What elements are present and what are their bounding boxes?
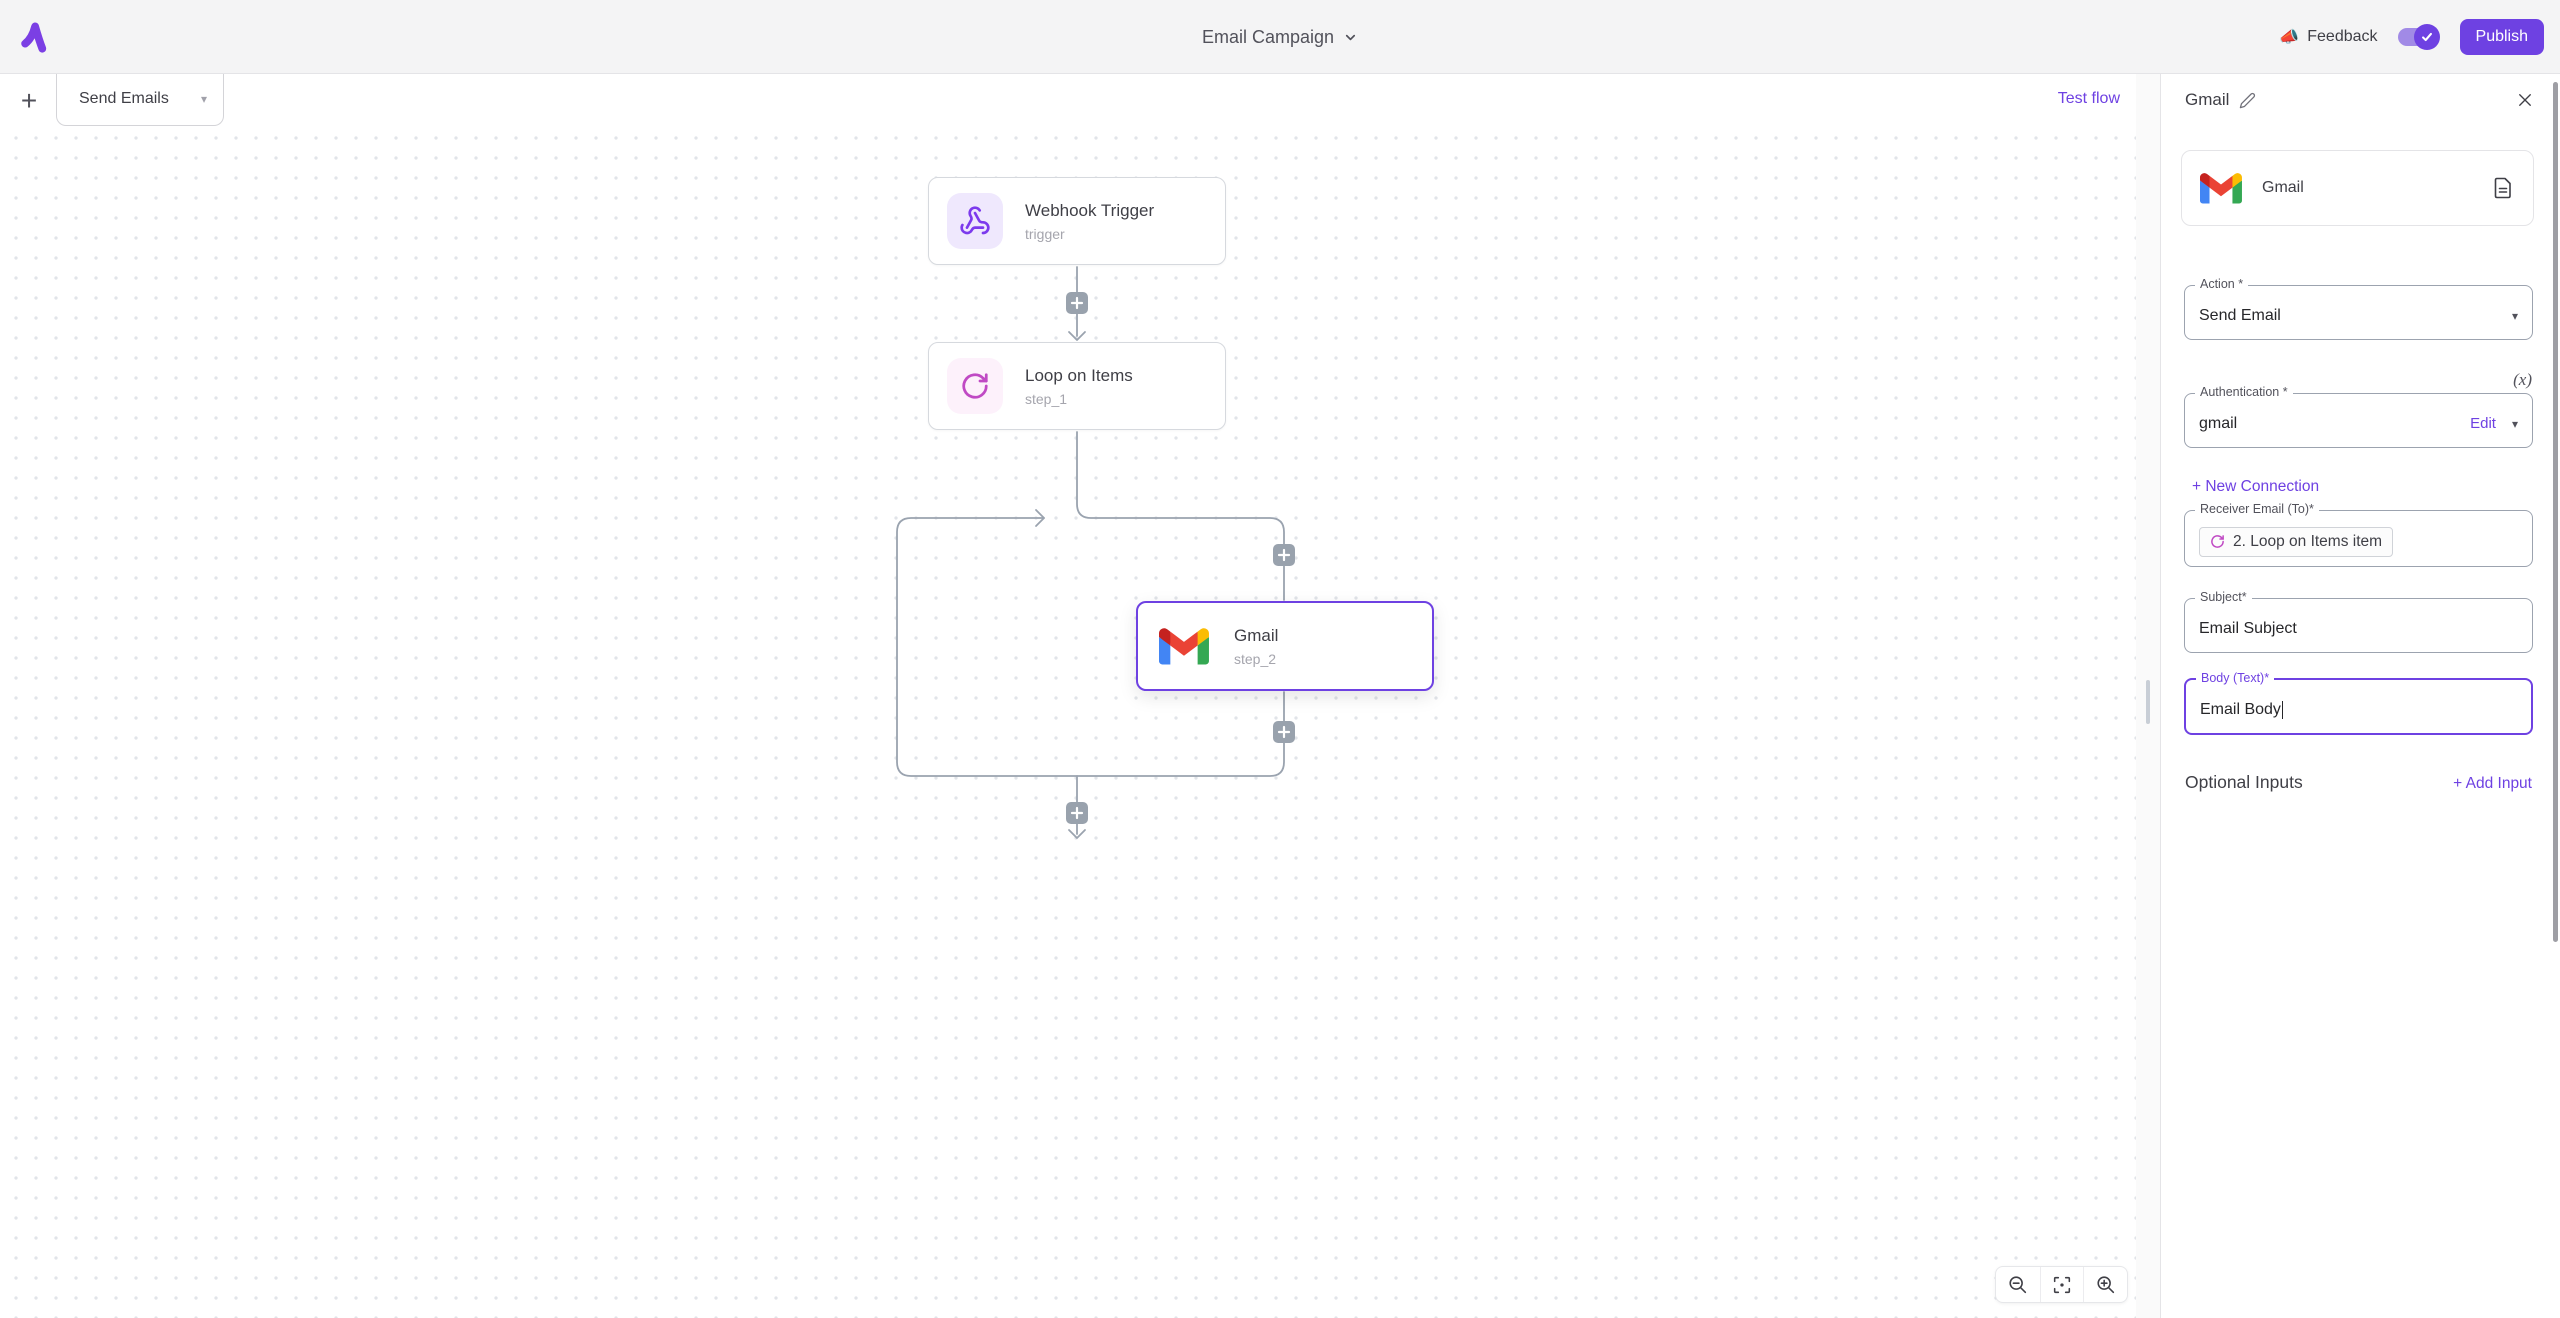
- fit-view-button[interactable]: [2039, 1267, 2084, 1302]
- publish-button[interactable]: Publish: [2459, 19, 2544, 55]
- authentication-value: gmail: [2199, 414, 2238, 432]
- add-step-button[interactable]: [1273, 544, 1295, 566]
- body-text-label: Body (Text)*: [2196, 671, 2275, 685]
- arrowhead-right-icon: [1035, 509, 1045, 527]
- panel-scrollbar-thumb[interactable]: [2553, 82, 2558, 942]
- caret-down-icon: ▾: [2511, 416, 2518, 431]
- authentication-select[interactable]: Authentication * gmail Edit ▾: [2184, 385, 2533, 448]
- node-gmail[interactable]: Gmail step_2: [1136, 601, 1434, 691]
- flow-tab-label: Send Emails: [79, 90, 169, 107]
- node-step-name: trigger: [1025, 225, 1065, 242]
- loop-icon: [2211, 535, 2224, 548]
- check-icon: [2421, 32, 2432, 42]
- node-step-name: step_2: [1234, 650, 1277, 667]
- add-step-button[interactable]: [1066, 802, 1088, 824]
- chevron-down-icon: [1345, 34, 1356, 40]
- webhook-icon: [947, 193, 1003, 249]
- loop-item-token[interactable]: 2. Loop on Items item: [2199, 526, 2394, 557]
- subject-value: Email Subject: [2199, 619, 2297, 637]
- edge-loop-return: [896, 517, 1285, 777]
- node-title: Webhook Trigger: [1025, 200, 1155, 220]
- canvas-zoom-toolbar: [1995, 1266, 2128, 1303]
- panel-header: Gmail: [2185, 90, 2534, 110]
- caret-down-icon: ▾: [2511, 308, 2518, 323]
- flow-tabs-strip: [0, 74, 2136, 128]
- flow-tab-send-emails[interactable]: Send Emails ▾: [56, 73, 224, 126]
- arrowhead-down-icon: [1068, 829, 1086, 839]
- feedback-label: Feedback: [2307, 28, 2378, 45]
- edit-pencil-icon[interactable]: [2239, 92, 2256, 109]
- node-loop-on-items[interactable]: Loop on Items step_1: [928, 342, 1226, 430]
- topbar-actions: 📣 Feedback Publish: [2279, 0, 2544, 74]
- docs-icon[interactable]: [2491, 176, 2515, 200]
- add-flow-button[interactable]: +: [20, 85, 38, 116]
- panel-resize-gutter: [2136, 74, 2160, 1318]
- dynamic-value-icon[interactable]: (x): [2513, 370, 2532, 389]
- node-title: Gmail: [1234, 625, 1279, 645]
- zoom-in-button[interactable]: [2083, 1267, 2127, 1302]
- tab-caret-icon: ▾: [200, 92, 207, 106]
- loop-item-token-text: 2. Loop on Items item: [2233, 532, 2383, 550]
- add-step-button[interactable]: [1066, 292, 1088, 314]
- text-cursor: [2281, 700, 2284, 719]
- close-icon[interactable]: [2516, 91, 2534, 109]
- edge-loop-to-gmail: [1076, 431, 1285, 601]
- body-text-value: Email Body: [2200, 700, 2281, 718]
- panel-title: Gmail: [2185, 90, 2230, 109]
- edit-connection-link[interactable]: Edit: [2470, 415, 2496, 432]
- gmail-icon: [2200, 173, 2242, 204]
- flow-enabled-toggle[interactable]: [2397, 24, 2440, 50]
- zoom-out-button[interactable]: [1996, 1267, 2040, 1302]
- toggle-knob: [2413, 24, 2440, 50]
- action-value: Send Email: [2199, 306, 2281, 324]
- step-settings-panel: Gmail Gmail Action * Send Email ▾ (x) Au…: [2160, 74, 2560, 1318]
- node-webhook-trigger[interactable]: Webhook Trigger trigger: [928, 177, 1226, 265]
- megaphone-icon: 📣: [2279, 29, 2300, 46]
- flow-canvas[interactable]: + Send Emails ▾ Test flow: [0, 73, 2136, 1318]
- piece-name: Gmail: [2262, 179, 2304, 196]
- flow-title: Email Campaign: [1201, 26, 1335, 47]
- app-logo[interactable]: [14, 17, 54, 57]
- subject-input[interactable]: Subject* Email Subject: [2184, 590, 2533, 653]
- add-input-link[interactable]: + Add Input: [2453, 775, 2532, 792]
- receiver-email-label: Receiver Email (To)*: [2195, 502, 2319, 516]
- arrowhead-down-icon: [1068, 331, 1086, 341]
- receiver-email-input[interactable]: Receiver Email (To)* 2. Loop on Items it…: [2184, 502, 2533, 567]
- panel-resize-handle[interactable]: [2146, 680, 2150, 724]
- authentication-label: Authentication *: [2195, 385, 2293, 399]
- flow-title-dropdown[interactable]: Email Campaign: [1202, 0, 1358, 74]
- gmail-icon: [1156, 618, 1212, 674]
- node-title: Loop on Items: [1025, 365, 1133, 385]
- node-step-name: step_1: [1025, 390, 1068, 407]
- loop-icon: [947, 358, 1003, 414]
- action-label: Action *: [2195, 277, 2249, 291]
- new-connection-link[interactable]: + New Connection: [2192, 478, 2320, 495]
- feedback-button[interactable]: 📣 Feedback: [2279, 27, 2377, 47]
- body-text-input[interactable]: Body (Text)* Email Body: [2184, 671, 2533, 735]
- optional-inputs-heading: Optional Inputs: [2185, 772, 2303, 792]
- add-step-button[interactable]: [1273, 721, 1295, 743]
- test-flow-button[interactable]: Test flow: [2057, 90, 2120, 107]
- flow-edges: [896, 266, 1295, 839]
- subject-label: Subject*: [2195, 590, 2252, 604]
- optional-inputs-section: Optional Inputs + Add Input: [2185, 772, 2532, 793]
- top-bar: Email Campaign 📣 Feedback Publish: [0, 0, 2560, 74]
- piece-info-card: Gmail: [2181, 150, 2534, 226]
- action-select[interactable]: Action * Send Email ▾: [2184, 277, 2533, 340]
